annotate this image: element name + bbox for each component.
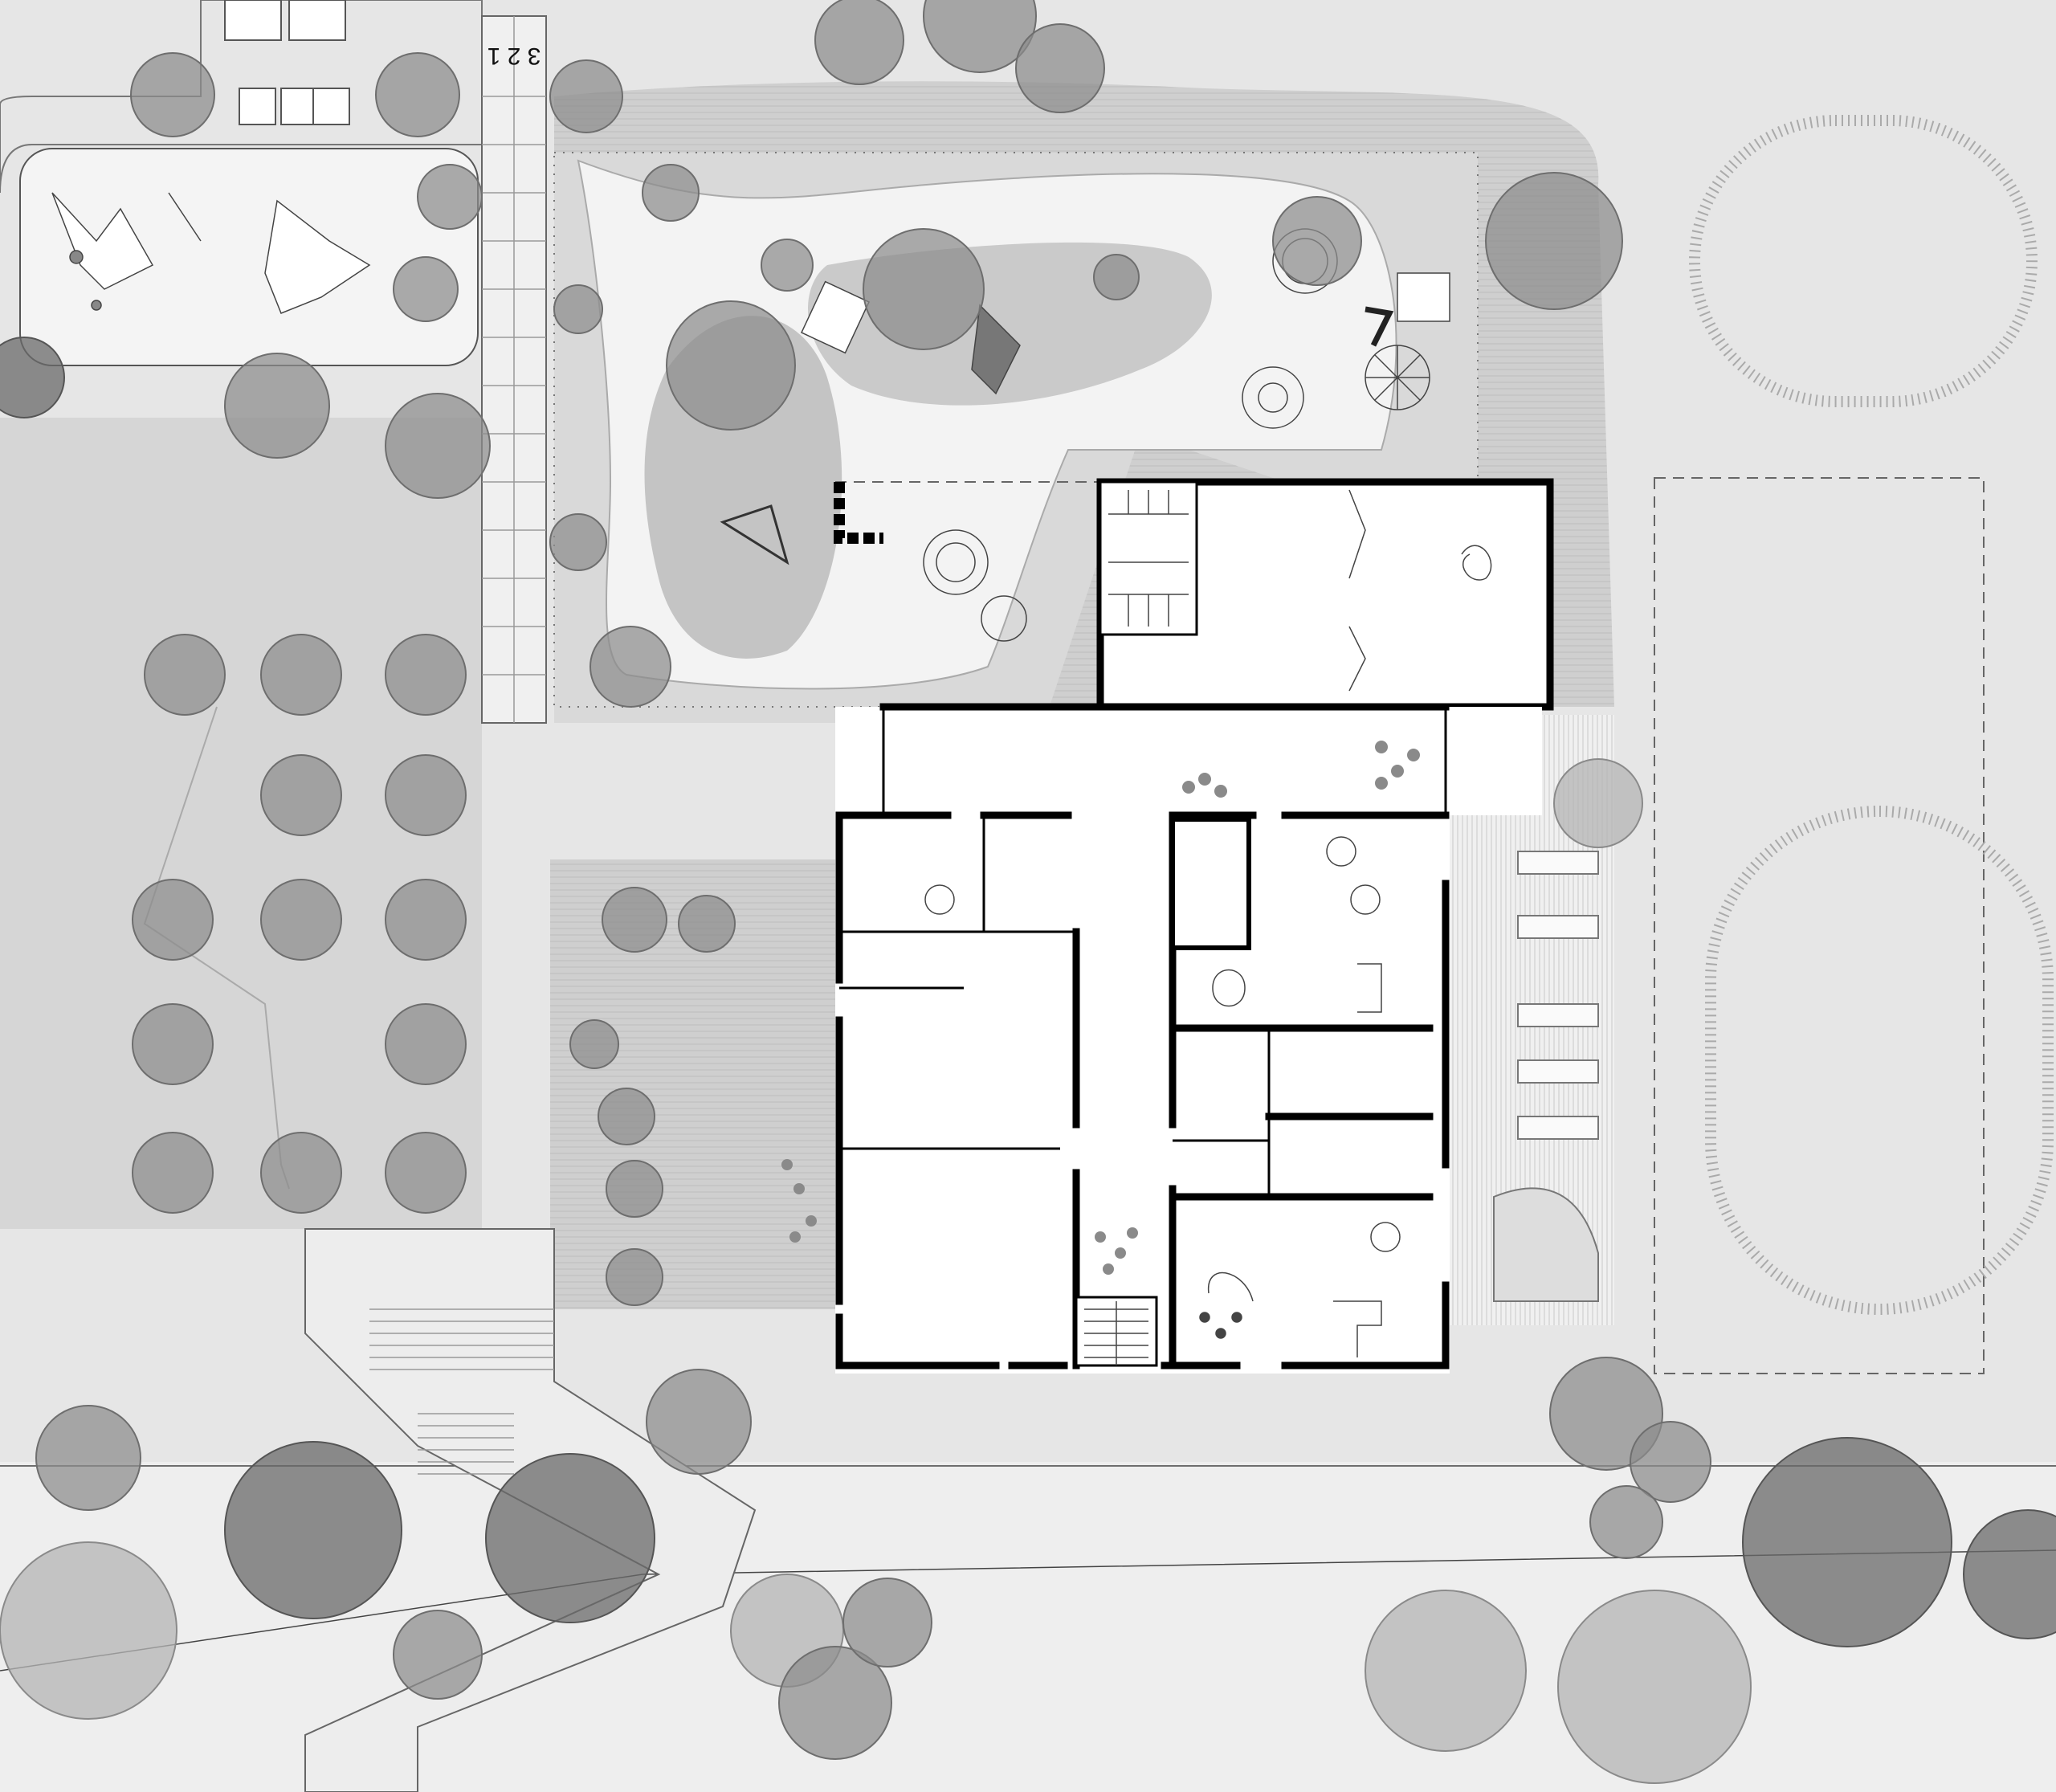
play-equipment-nw — [51, 192, 371, 314]
wc-east — [1170, 817, 1251, 950]
central-corridor — [1076, 815, 1173, 1374]
link-corridor — [835, 707, 1542, 815]
stairs — [369, 1308, 554, 1475]
parking-lane-lines — [482, 16, 546, 723]
furniture — [924, 836, 1401, 1357]
sports-field — [1654, 477, 1985, 1374]
pergola — [834, 482, 883, 544]
running-track-bottom — [1705, 806, 2054, 1315]
parking-stalls — [224, 0, 350, 125]
parking-numbers: 3 2 1 — [487, 43, 541, 69]
furniture-dots — [781, 741, 1420, 1275]
running-track-top — [1689, 115, 2038, 407]
east-parking — [1493, 851, 1599, 1302]
building — [781, 478, 1554, 1374]
wing-west — [835, 815, 1076, 1374]
